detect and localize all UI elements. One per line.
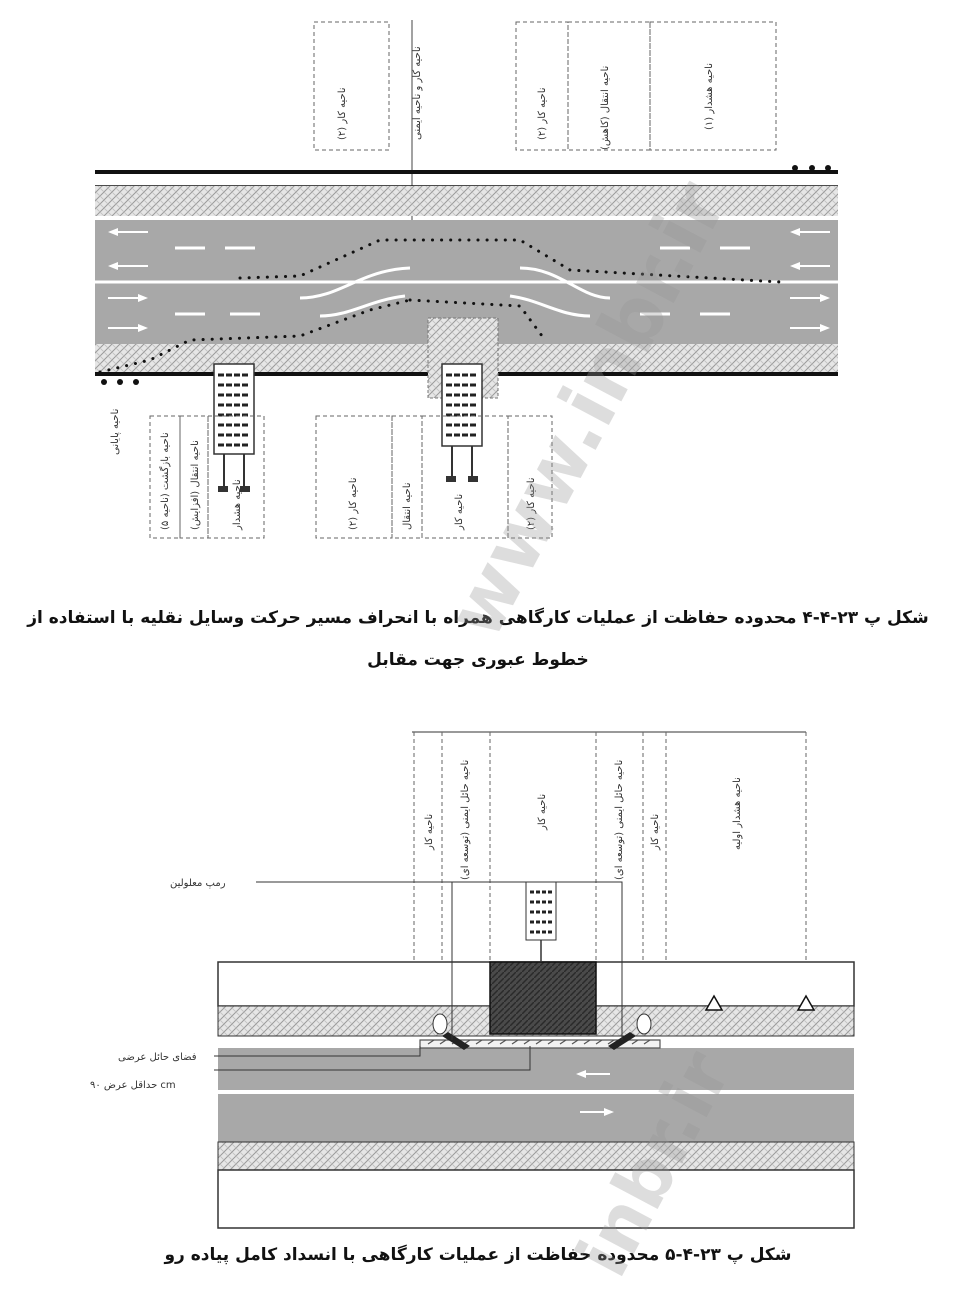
figure1-caption-line2: خطوط عبوری جهت مقابل [367,650,589,670]
figure2-drums [432,1013,652,1035]
figure1-bottom-label: ناحیه بازگشت (ناحیه ۵) [159,432,171,530]
figure1-top-label: ناحیه کار (۲) [337,87,348,140]
figure2-road-plan [214,731,855,1229]
figure2-work-area [489,961,597,1035]
figure1-bottom-label-group: ناحیه پایانی ناحیه بازگشت (ناحیه ۵) ناحی… [110,409,537,531]
figure1-lane-shift [299,266,611,318]
figure2-top-label: ناحیه حائل ایمنی (توسعه ای) [614,760,625,880]
figure1-sidewalk-top [95,186,838,216]
figure2-traffic-arrows [576,1070,614,1116]
figure2-width-label: حداقل عرض ۹۰ cm [90,1080,176,1091]
figure1-top-label: ناحیه کار و ناحیه ایمنی [412,46,423,140]
figure2-ramp-label: رمپ معلولین [170,878,226,889]
figure2-buffer-label: فضای حائل عرضی [118,1052,197,1063]
figure1-bottom-label: ناحیه پایانی [110,409,121,455]
figure2-top-label: ناحیه کار [424,814,435,851]
figure1-top-label-group: ناحیه کار (۲) ناحیه کار و ناحیه ایمنی نا… [337,46,715,150]
figure1-top-label: ناحیه انتقال (کاهش) [600,66,611,150]
figure2-leaders [214,881,623,1071]
figure1-bottom-label: ناحیه انتقال [402,482,413,530]
figure2-caption: شکل پ ۲۳-۴-۵ محدوده حفاظت از عملیات کارگ… [164,1245,792,1265]
figure1-road-plan [95,20,838,539]
figure2-top-label-group: ناحیه کار ناحیه حائل ایمنی (توسعه ای) نا… [424,760,743,880]
figure2-lane-2 [218,1094,854,1142]
figure1-top-label: ناحیه هشدار (۱) [704,63,715,130]
figure2-top-label: ناحیه کار [650,814,661,851]
figure2-warning-triangles [704,994,816,1011]
figure2-tapers [442,1032,636,1050]
figure2-top-label: ناحیه حائل ایمنی (توسعه ای) [460,760,471,880]
figure1-caption-line1: شکل پ ۲۳-۴-۴ محدوده حفاظت از عملیات کارگ… [27,608,929,628]
figure1-bottom-label: ناحیه کار (۲) [348,477,359,530]
figure1-bottom-label: ناحیه هشدار [232,479,243,531]
figure1-end-markers [101,165,831,385]
figure1-bottom-zones [149,415,553,539]
figure1-bottom-label: ناحیه کار (۲) [526,477,537,530]
figure2-top-label: ناحیه هشدار اولیه [732,777,743,850]
figure2-sidewalk-bottom [217,1141,855,1171]
figure1-traffic-arrows [108,228,830,332]
figure1-channelizers [98,238,782,374]
figure1-top-label: ناحیه کار (۲) [537,87,548,140]
figure2-lane-1 [218,1048,854,1090]
figure1-sign-2 [441,363,483,482]
figure1-top-zones [313,21,777,151]
figure2-top-label: ناحیه کار [537,794,548,831]
figure1-bottom-label: ناحیه انتقال (افزایش) [190,440,201,530]
figure1-bottom-label: ناحیه کار [454,494,465,531]
figure1-lane-dashes [175,246,750,316]
figure2-sign [525,881,557,962]
figure1-sign-1 [213,363,255,492]
